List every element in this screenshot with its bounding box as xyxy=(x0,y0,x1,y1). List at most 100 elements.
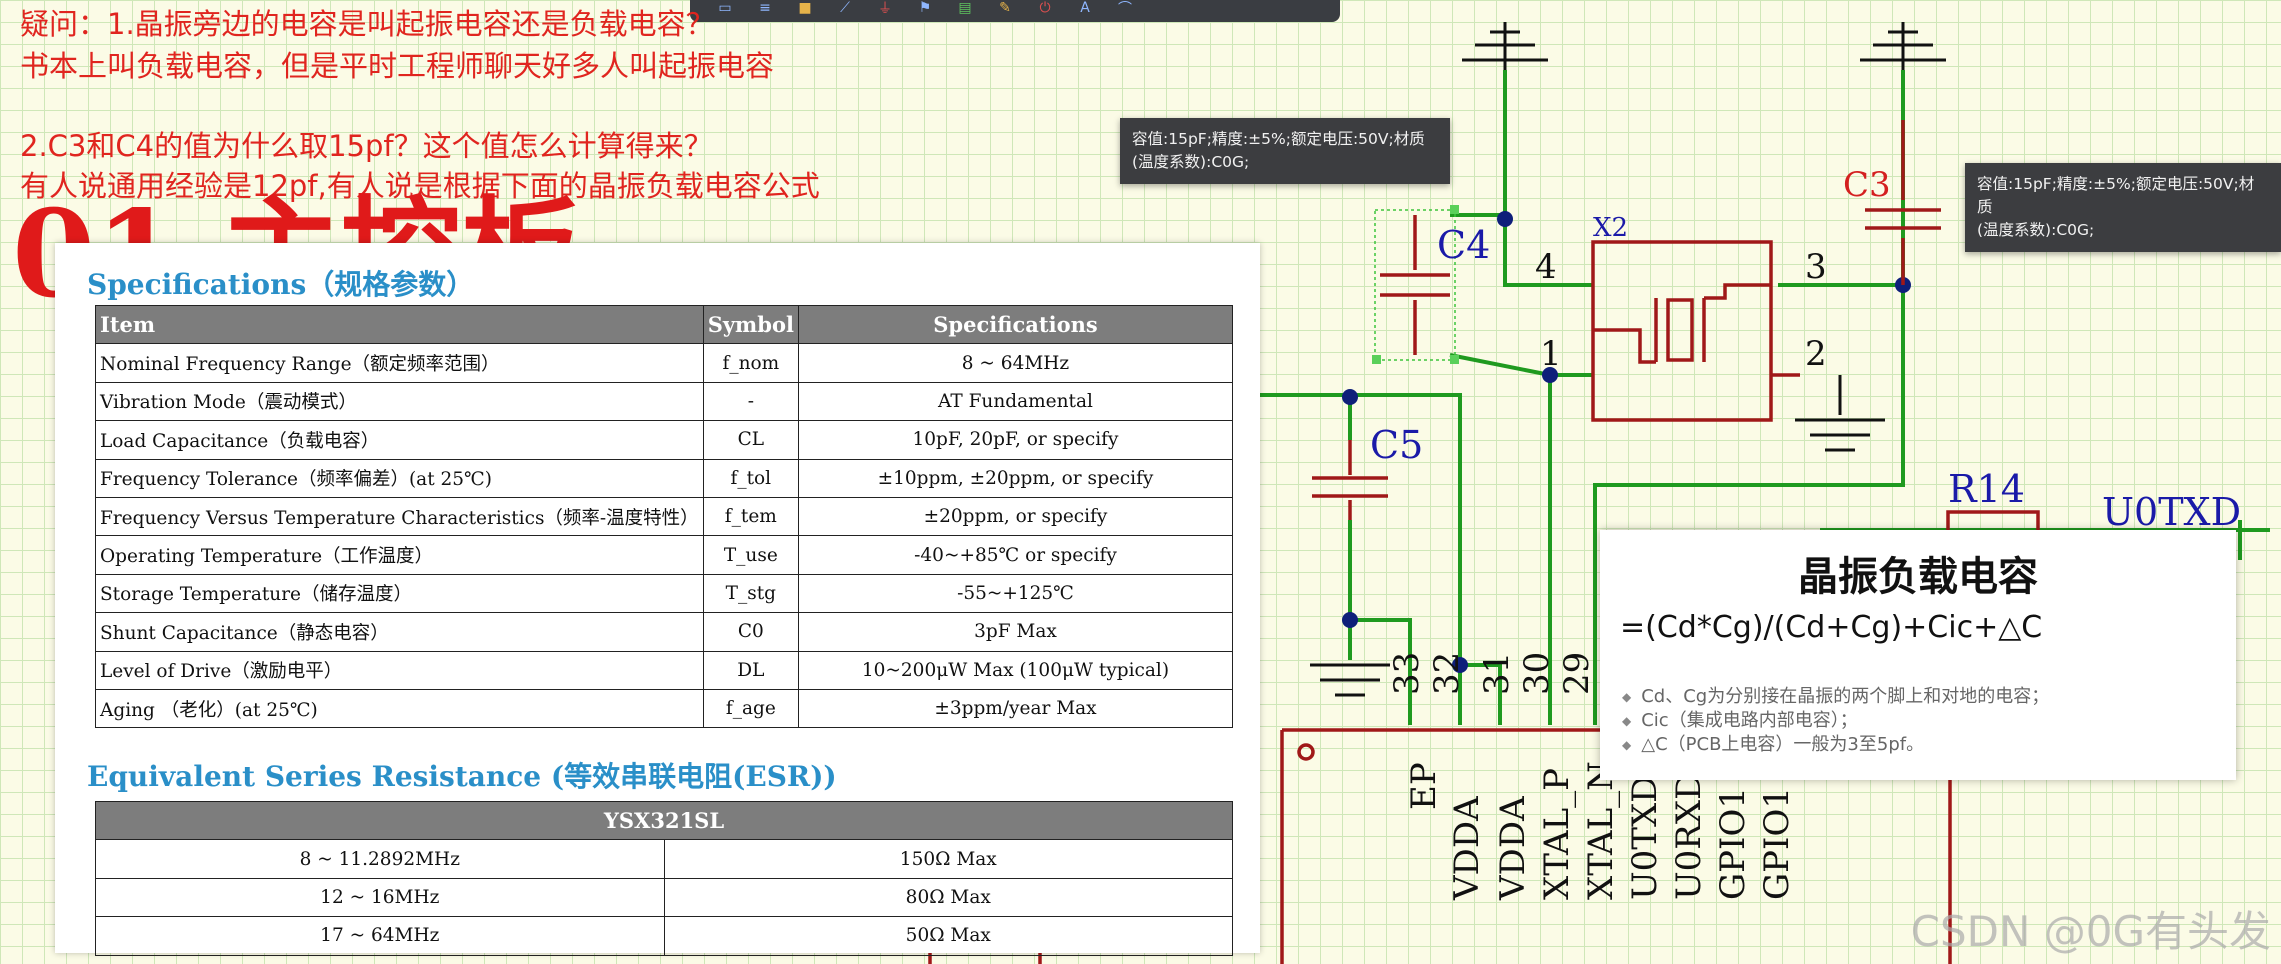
formula-note: ◆ Cic（集成电路内部电容）； xyxy=(1622,706,1858,732)
table-row: Aging （老化）(at 25℃)f_age±3ppm/year Max xyxy=(95,688,1234,729)
table-row: Vibration Mode（震动模式）-AT Fundamental xyxy=(95,381,1234,422)
power-icon[interactable]: ⏻ xyxy=(1039,0,1051,16)
note-icon[interactable]: ✎ xyxy=(999,0,1011,16)
c4-tooltip: 容值:15pF;精度:±5%;额定电压:50V;材质 (温度系数):C0G; xyxy=(1120,118,1450,184)
bus-icon[interactable]: ▤ xyxy=(958,0,972,16)
junction-dots xyxy=(1342,211,1911,673)
tooltip-line: 容值:15pF;精度:±5%;额定电压:50V;材质 xyxy=(1977,175,2255,216)
pin-name: VDDA xyxy=(1447,796,1487,901)
formula-title: 晶振负载电容 xyxy=(1798,554,2038,600)
bullet-icon: ◆ xyxy=(1622,738,1632,752)
pin-name: XTAL_P xyxy=(1537,768,1577,900)
crystal-x2 xyxy=(1591,240,1800,422)
pin-number: 30 xyxy=(1517,652,1557,695)
table-row: Frequency Tolerance（频率偏差）(at 25℃)f_tol±1… xyxy=(95,458,1234,498)
wire-icon[interactable]: ⟋ xyxy=(840,0,850,16)
spec-symbol: C0 xyxy=(702,612,799,652)
spec-value: ±20ppm, or specify xyxy=(797,496,1234,537)
spec-heading: Specifications（规格参数） xyxy=(87,268,475,301)
esr-value: 80Ω Max xyxy=(663,877,1234,918)
spec-symbol: T_stg xyxy=(702,573,799,614)
spec-symbol: - xyxy=(702,381,799,422)
spec-item: Storage Temperature（储存温度） xyxy=(95,573,704,614)
spec-table: Item Symbol Specifications Nominal Frequ… xyxy=(95,304,1234,729)
esr-heading: Equivalent Series Resistance (等效串联电阻(ESR… xyxy=(87,760,837,793)
crystal-pin-2: 2 xyxy=(1805,334,1827,374)
spec-value: ±3ppm/year Max xyxy=(797,688,1234,729)
esr-range: 17 ~ 64MHz xyxy=(95,916,665,956)
pin-name: U0RXD xyxy=(1669,773,1709,900)
crystal-spec-card: Specifications（规格参数） Item Symbol Specifi… xyxy=(55,243,1260,956)
pin-names: EP VDDA VDDA XTAL_P XTAL_N U0TXD U0RXD G… xyxy=(1404,761,1797,901)
r14-label: R14 xyxy=(1948,467,2025,511)
pin-name: VDDA xyxy=(1493,796,1533,901)
table-row: Frequency Versus Temperature Characteris… xyxy=(95,496,1234,537)
spec-item: Aging （老化）(at 25℃) xyxy=(95,688,704,729)
question-line-1: 疑问：1.晶振旁边的电容是叫起振电容还是负载电容？ xyxy=(20,7,715,41)
column-header-symbol: Symbol xyxy=(702,304,799,345)
text-icon[interactable]: A xyxy=(1080,0,1090,16)
column-header-item: Item xyxy=(95,304,704,345)
gnd-icon[interactable]: ⏚ xyxy=(878,1,892,17)
tooltip-line: (温度系数):C0G; xyxy=(1132,153,1250,171)
spec-item: Nominal Frequency Range（额定频率范围） xyxy=(95,343,704,383)
csdn-watermark: CSDN @0G有头发 xyxy=(1910,907,2271,956)
pin-number: 31 xyxy=(1477,652,1517,695)
pin-name: XTAL_N xyxy=(1581,761,1621,900)
align-icon[interactable]: ≡ xyxy=(759,0,771,16)
spec-value: 8 ~ 64MHz xyxy=(797,343,1234,383)
spec-value: 10pF, 20pF, or specify xyxy=(797,420,1234,460)
spec-value: -40~+85℃ or specify xyxy=(797,535,1234,575)
column-header-specifications: Specifications xyxy=(797,304,1234,345)
crystal-pin-4: 4 xyxy=(1535,247,1557,287)
pin-number: 32 xyxy=(1427,652,1467,695)
crystal-pin-3: 3 xyxy=(1805,247,1827,287)
load-capacitance-formula-card: 晶振负载电容 =(Cd*Cg)/(Cd+Cg)+Cic+△C ◆ Cd、Cg为分别… xyxy=(1600,530,2236,780)
c3-tooltip: 容值:15pF;精度:±5%;额定电压:50V;材质 (温度系数):C0G; xyxy=(1965,163,2281,252)
floating-toolbar: ▭ ≡ ■ ⟋ ⏚ ⚑ ▤ ✎ ⏻ A ⌒ xyxy=(690,0,1340,22)
formula-note-text: Cic（集成电路内部电容）； xyxy=(1641,710,1858,731)
capacitors xyxy=(1312,120,1941,520)
tooltip-line: 容值:15pF;精度:±5%;额定电压:50V;材质 xyxy=(1132,130,1425,148)
spec-value: 3pF Max xyxy=(797,612,1234,652)
pin-number: 29 xyxy=(1557,652,1597,695)
spec-item: Frequency Tolerance（频率偏差）(at 25℃) xyxy=(95,458,704,498)
table-row: Storage Temperature（储存温度）T_stg-55~+125℃ xyxy=(95,573,1234,614)
pin-number: 33 xyxy=(1387,652,1427,695)
select-icon[interactable]: ▭ xyxy=(718,0,732,16)
esr-range: 8 ~ 11.2892MHz xyxy=(95,839,665,879)
formula-note-text: △C（PCB上电容）一般为3至5pf。 xyxy=(1641,734,1925,755)
spec-item: Operating Temperature（工作温度） xyxy=(95,535,704,575)
spec-symbol: CL xyxy=(702,420,799,460)
u0txd-net-label: U0TXD xyxy=(2102,490,2241,534)
spec-item: Level of Drive（激励电平） xyxy=(95,650,704,690)
question-line-4: 有人说通用经验是12pf,有人说是根据下面的晶振负载电容公式 xyxy=(20,169,820,203)
esr-value: 50Ω Max xyxy=(663,916,1234,956)
spec-value: -55~+125℃ xyxy=(797,573,1234,614)
selection-box xyxy=(1374,209,1456,361)
spec-item: Load Capacitance（负载电容） xyxy=(95,420,704,460)
pin-name: U0TXD xyxy=(1625,776,1665,900)
spec-item: Shunt Capacitance（静态电容） xyxy=(95,612,704,652)
spec-value: AT Fundamental xyxy=(797,381,1234,422)
spec-symbol: f_tem xyxy=(702,496,799,537)
formula-note: ◆ △C（PCB上电容）一般为3至5pf。 xyxy=(1622,730,1924,756)
pin-name: GPIO1 xyxy=(1713,787,1753,900)
more-icon[interactable]: ⌒ xyxy=(1118,1,1132,17)
esr-header-row: YSX321SL xyxy=(95,800,1233,841)
spec-value: 10~200μW Max (100μW typical) xyxy=(797,650,1234,690)
formula-note-text: Cd、Cg为分别接在晶振的两个脚上和对地的电容； xyxy=(1641,686,2050,707)
selection-handles xyxy=(1372,205,1459,364)
c5-label: C5 xyxy=(1370,423,1423,467)
component-icon[interactable]: ■ xyxy=(798,0,812,16)
bullet-icon: ◆ xyxy=(1622,714,1632,728)
formula-expression: =(Cd*Cg)/(Cd+Cg)+Cic+△C xyxy=(1620,610,2043,645)
tooltip-line: (温度系数):C0G; xyxy=(1977,221,2095,239)
net-label-icon[interactable]: ⚑ xyxy=(918,0,932,16)
spec-value: ±10ppm, ±20ppm, or specify xyxy=(797,458,1234,498)
